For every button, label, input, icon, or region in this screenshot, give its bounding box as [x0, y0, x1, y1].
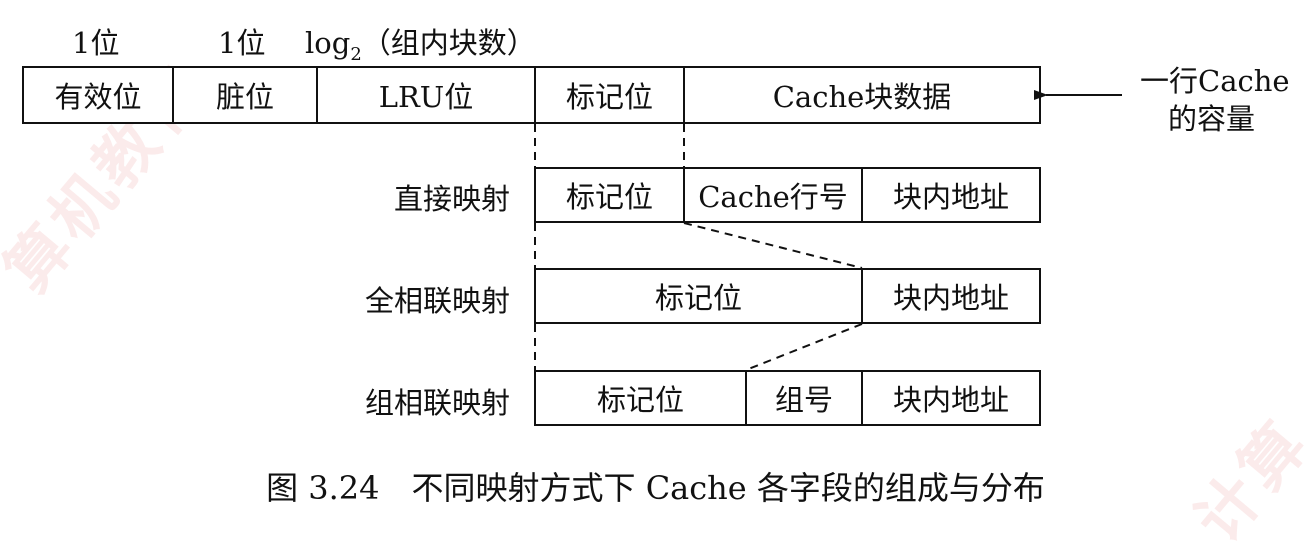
figure-caption: 图 3.24 不同映射方式下 Cache 各字段的组成与分布: [266, 469, 1045, 507]
lru-log-rest: （组内块数）: [361, 26, 536, 60]
direct-cache-line-number: Cache行号: [683, 167, 863, 223]
dash-diag-1: [683, 222, 863, 269]
field-valid-bit: 有效位: [22, 66, 174, 124]
dash-diag-2: [745, 323, 863, 371]
field-dirty-bit: 脏位: [172, 66, 318, 124]
dirty-bits-width: 1位: [218, 26, 266, 60]
valid-bits-width: 1位: [72, 26, 120, 60]
cache-line-capacity-note-1: 一行Cache: [1140, 64, 1290, 98]
cache-line-capacity-note-2: 的容量: [1168, 102, 1256, 136]
connector-lines: [534, 90, 1122, 371]
field-cache-block-data: Cache块数据: [683, 66, 1041, 124]
lru-log-subscript: 2: [350, 43, 362, 65]
set-group-number: 组号: [745, 370, 863, 426]
fully-tag-bits: 标记位: [534, 268, 863, 324]
set-associative-label: 组相联映射: [364, 386, 510, 420]
fully-block-offset: 块内地址: [861, 268, 1041, 324]
lru-bits-width: log2（组内块数）: [305, 20, 536, 65]
lru-log-text: log: [305, 26, 351, 60]
direct-tag-bits: 标记位: [534, 167, 685, 223]
fully-associative-label: 全相联映射: [364, 284, 510, 318]
set-tag-bits: 标记位: [534, 370, 747, 426]
direct-block-offset: 块内地址: [861, 167, 1041, 223]
set-block-offset: 块内地址: [861, 370, 1041, 426]
direct-mapping-label: 直接映射: [393, 182, 510, 216]
